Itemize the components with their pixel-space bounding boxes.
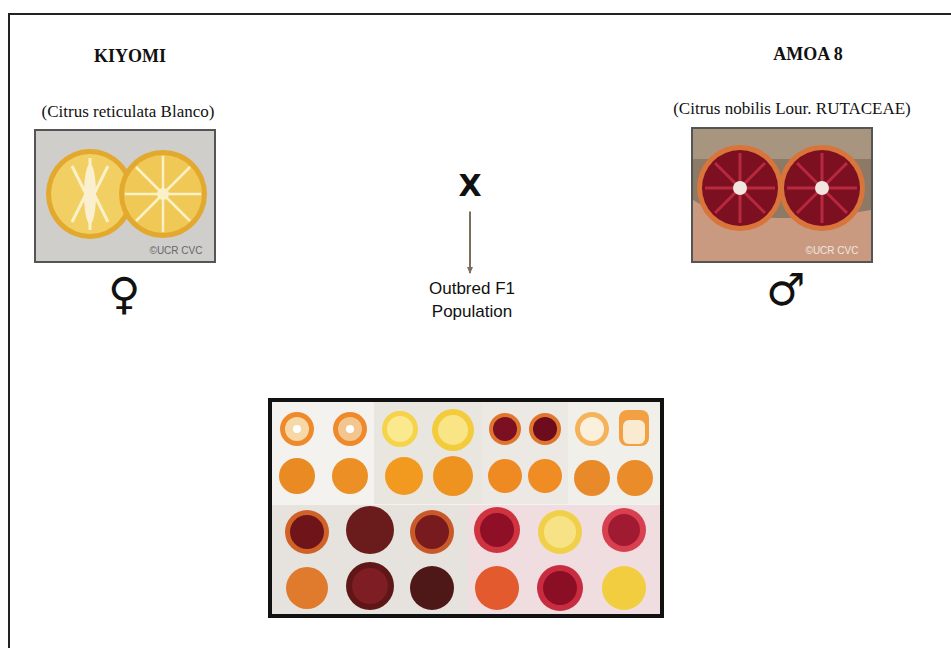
watermark: ©UCR CVC — [806, 245, 859, 257]
kiyomi-photo — [35, 130, 215, 262]
node-text: Outbred F1 Population — [410, 278, 534, 324]
species-name: (Citrus reticulata Blanco) — [42, 102, 215, 122]
sex-symbol: ♂ — [766, 264, 805, 317]
f1-collage — [270, 400, 662, 616]
watermark: ©UCR CVC — [150, 245, 203, 257]
species-name: (Citrus nobilis Lour. RUTACEAE) — [673, 99, 911, 119]
outer-frame — [9, 14, 951, 648]
population-label: Outbred F1 Population — [406, 276, 538, 326]
cross-arrow — [469, 212, 471, 274]
cross-symbol: X — [454, 164, 485, 209]
sex-symbol: ♀ — [108, 268, 140, 321]
parent-name: AMOA 8 — [773, 44, 843, 66]
amoa-photo — [692, 128, 872, 262]
parent-name: KIYOMI — [94, 46, 166, 68]
node-text: X — [458, 166, 481, 207]
